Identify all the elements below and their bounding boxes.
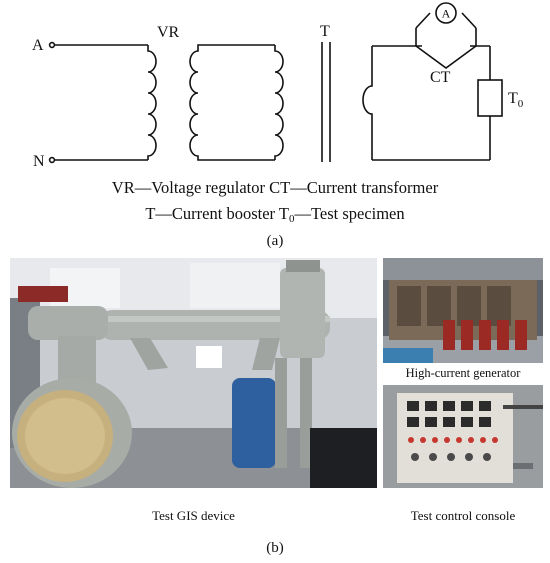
terminal-n-node xyxy=(48,156,56,164)
vr-secondary-coil xyxy=(189,44,275,161)
test-specimen-label: T0 xyxy=(508,90,524,110)
legend-line-2: T—Current booster T0—Test specimen xyxy=(0,204,550,225)
vr-primary-coil xyxy=(147,45,157,160)
booster-label: T xyxy=(320,23,330,40)
terminal-a-node xyxy=(48,41,56,49)
generator-caption: High-current generator xyxy=(405,366,521,380)
part-b-label: (b) xyxy=(266,540,284,556)
test-specimen-box xyxy=(477,79,503,117)
booster-secondary-coil xyxy=(362,46,373,160)
vr-label: VR xyxy=(157,24,180,41)
part-a-label: (a) xyxy=(266,233,284,249)
ct-label: CT xyxy=(430,69,451,86)
console-caption: Test control console xyxy=(410,508,516,523)
control-console-photo xyxy=(383,385,543,488)
ct-lead-left xyxy=(415,12,431,29)
legend-line-2-suffix: —Test specimen xyxy=(294,204,405,223)
legend-line-1: VR—Voltage regulator CT—Current transfor… xyxy=(111,178,439,197)
terminal-n-label: N xyxy=(33,153,45,170)
legend-line-2-subscript: 0 xyxy=(288,213,295,225)
ammeter-label: A xyxy=(442,7,451,21)
legend-line-2-prefix: T—Current booster T xyxy=(145,204,289,223)
booster-primary-coil xyxy=(274,45,284,160)
high-current-generator-photo xyxy=(383,258,543,363)
circuit-diagram: A N VR T CT A T0 xyxy=(32,2,524,170)
ct-core xyxy=(415,28,477,69)
gis-caption: Test GIS device xyxy=(152,508,235,523)
ct-lead-right xyxy=(461,12,477,29)
terminal-a-label: A xyxy=(32,37,44,54)
gis-device-photo xyxy=(10,258,377,488)
ammeter-symbol xyxy=(435,2,457,24)
